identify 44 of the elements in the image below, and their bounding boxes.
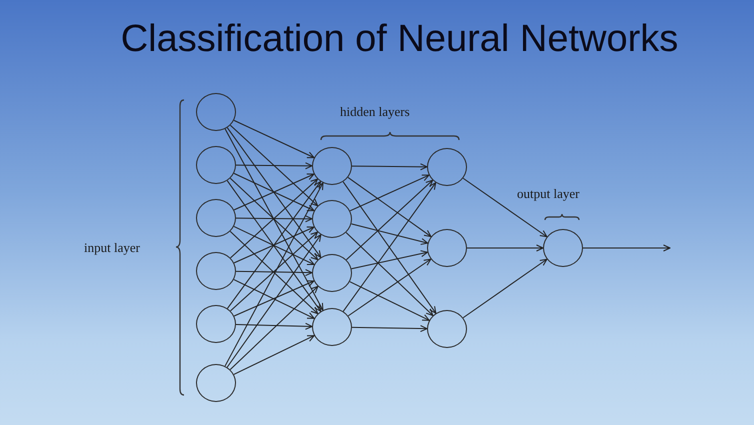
arrow [352,325,428,332]
layer-label: input layer [84,240,140,256]
arrow [346,232,434,316]
neuron-circle [543,229,583,267]
arrow [236,322,312,330]
neuron-circle [427,310,467,348]
arrow [226,234,322,368]
arrow [348,258,432,316]
arrow [351,250,428,270]
arrow [348,176,432,238]
neuron-circle [196,364,236,402]
arrow [349,281,430,321]
neuron-circle [196,146,236,184]
arrow [230,124,318,206]
layer-label: output layer [517,186,580,202]
arrow [462,178,548,238]
arrow [350,174,430,212]
arrow [236,162,312,170]
neuron-circle [312,308,352,346]
arrow [224,128,324,311]
neuron-circle [312,147,352,185]
arrow [352,163,428,170]
arrow [233,335,315,375]
arrow [236,215,312,222]
neuron-circle [312,254,352,292]
neuron-circle [196,199,236,237]
neuron-circle [427,148,467,186]
arrow [582,244,670,252]
title: Classification of Neural Networks [120,18,678,61]
neuron-circle [196,93,236,131]
arrow [230,286,318,370]
neuron-circle [196,252,236,290]
arrow [462,258,548,318]
arrow [236,269,312,276]
neuron-circle [427,229,467,267]
layer-label: hidden layers [340,104,410,120]
arrow [466,244,544,252]
neuron-circle [196,305,236,343]
arrow [226,127,322,258]
arrow [350,223,428,245]
arrow [233,120,315,158]
arrow [346,180,434,260]
neuron-circle [312,200,352,238]
arrow [224,182,324,367]
